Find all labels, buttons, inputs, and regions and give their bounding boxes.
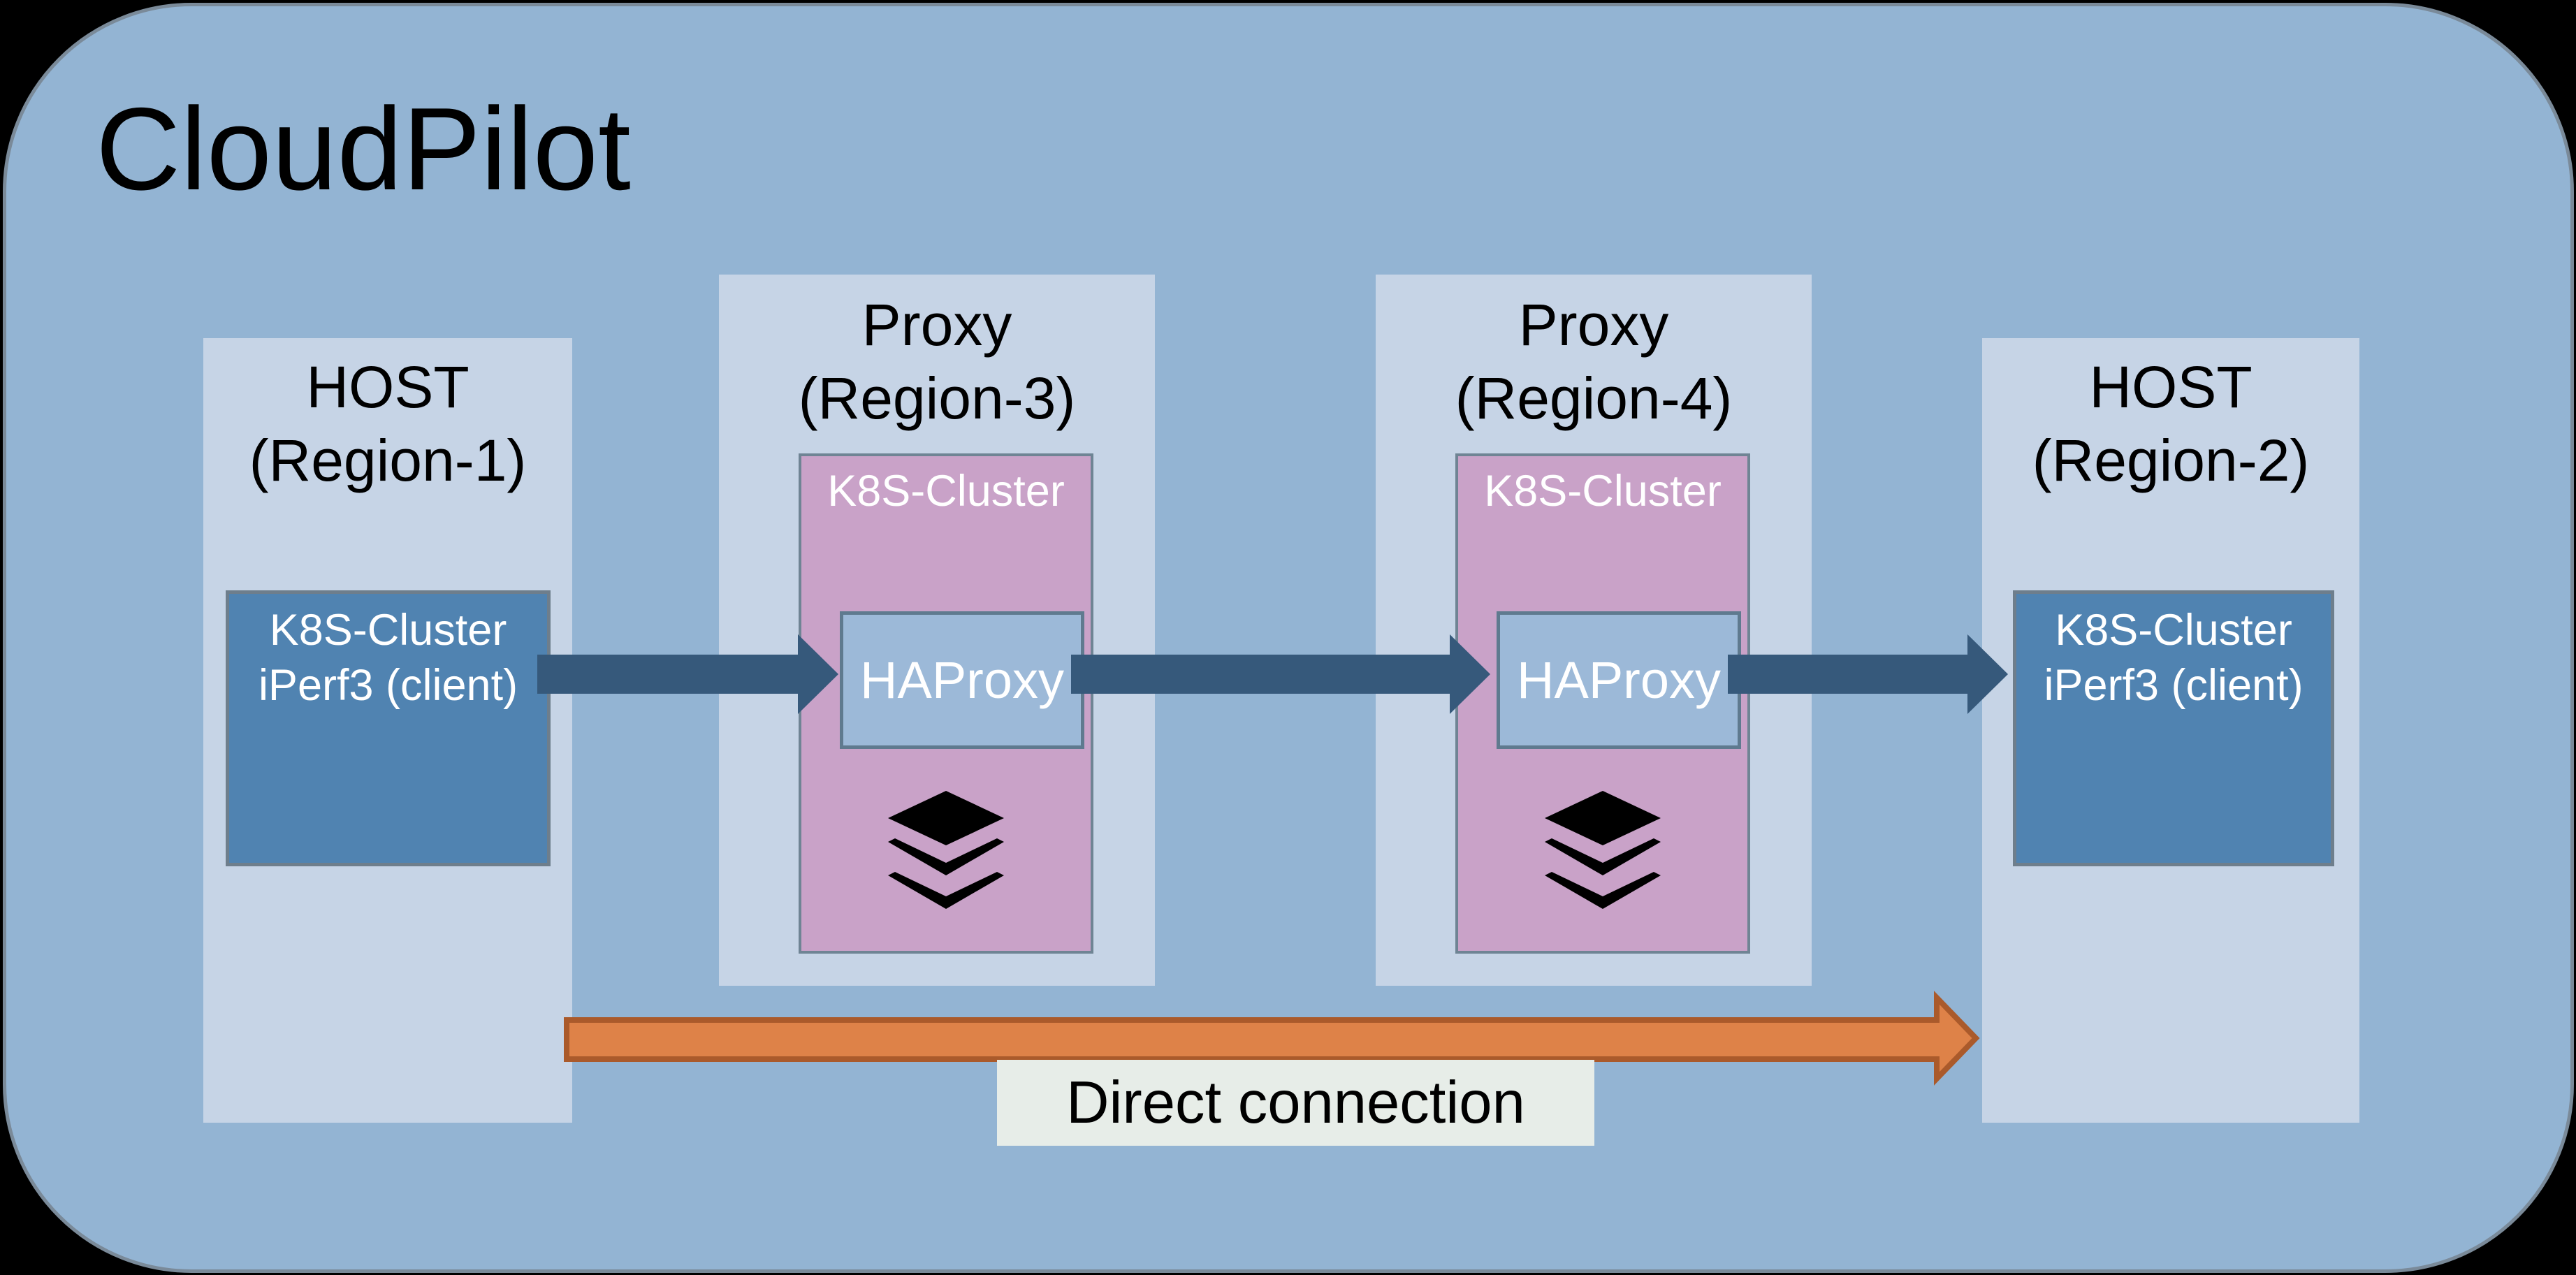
host1-label-line1: HOST bbox=[306, 354, 470, 420]
host2-k8s-box: K8S-Cluster iPerf3 (client) bbox=[2013, 590, 2334, 866]
proxy3-k8s-cluster-label: K8S-Cluster bbox=[827, 467, 1065, 516]
layers-stack-icon bbox=[888, 791, 1004, 909]
proxy4-label-line2: (Region-4) bbox=[1455, 365, 1733, 431]
column-host-region-2: HOST (Region-2) K8S-Cluster iPerf3 (clie… bbox=[1982, 338, 2359, 1123]
column-host-region-1: HOST (Region-1) K8S-Cluster iPerf3 (clie… bbox=[203, 338, 572, 1123]
column-proxy-region-4: Proxy (Region-4) K8S-Cluster HAProxy bbox=[1376, 275, 1812, 986]
proxy3-haproxy-box: HAProxy bbox=[840, 611, 1084, 749]
column-proxy-region-3-label: Proxy (Region-3) bbox=[719, 289, 1155, 435]
proxy3-label-line1: Proxy bbox=[861, 292, 1012, 358]
flow-arrow-host1-to-proxy3-body bbox=[537, 655, 798, 694]
host2-k8s-box-line1: K8S-Cluster bbox=[2055, 606, 2292, 655]
proxy4-haproxy-box: HAProxy bbox=[1497, 611, 1741, 749]
proxy3-label-line2: (Region-3) bbox=[798, 365, 1076, 431]
host1-k8s-box-line1: K8S-Cluster bbox=[269, 606, 507, 655]
column-host-region-1-label: HOST (Region-1) bbox=[203, 351, 572, 497]
column-proxy-region-4-label: Proxy (Region-4) bbox=[1376, 289, 1812, 435]
page-title: CloudPilot bbox=[96, 83, 631, 214]
proxy4-label-line1: Proxy bbox=[1518, 292, 1669, 358]
flow-arrow-proxy4-to-host2-body bbox=[1728, 655, 1967, 694]
host2-k8s-box-line2: iPerf3 (client) bbox=[2044, 661, 2304, 710]
flow-arrow-proxy4-to-host2-head bbox=[1967, 634, 2008, 714]
host2-label-line1: HOST bbox=[2089, 354, 2253, 420]
host1-k8s-box: K8S-Cluster iPerf3 (client) bbox=[226, 590, 551, 866]
flow-arrow-proxy3-to-proxy4-head bbox=[1450, 634, 1490, 714]
host2-label-line2: (Region-2) bbox=[2032, 428, 2310, 493]
host1-label-line2: (Region-1) bbox=[249, 428, 527, 493]
flow-arrow-proxy3-to-proxy4-body bbox=[1071, 655, 1450, 694]
cloudpilot-panel: CloudPilot HOST (Region-1) K8S-Cluster i… bbox=[3, 3, 2574, 1273]
direct-connection-label: Direct connection bbox=[997, 1060, 1594, 1146]
proxy3-k8s-cluster-box: K8S-Cluster HAProxy bbox=[799, 453, 1093, 954]
column-proxy-region-3: Proxy (Region-3) K8S-Cluster HAProxy bbox=[719, 275, 1155, 986]
flow-arrow-host1-to-proxy3-head bbox=[798, 634, 838, 714]
proxy3-haproxy-label: HAProxy bbox=[860, 651, 1064, 709]
proxy4-k8s-cluster-label: K8S-Cluster bbox=[1484, 467, 1722, 516]
proxy4-haproxy-label: HAProxy bbox=[1517, 651, 1721, 709]
host1-k8s-box-line2: iPerf3 (client) bbox=[258, 661, 518, 710]
column-host-region-2-label: HOST (Region-2) bbox=[1982, 351, 2359, 497]
proxy4-k8s-cluster-box: K8S-Cluster HAProxy bbox=[1455, 453, 1750, 954]
direct-connection-label-text: Direct connection bbox=[1066, 1069, 1525, 1136]
layers-stack-icon bbox=[1545, 791, 1661, 909]
